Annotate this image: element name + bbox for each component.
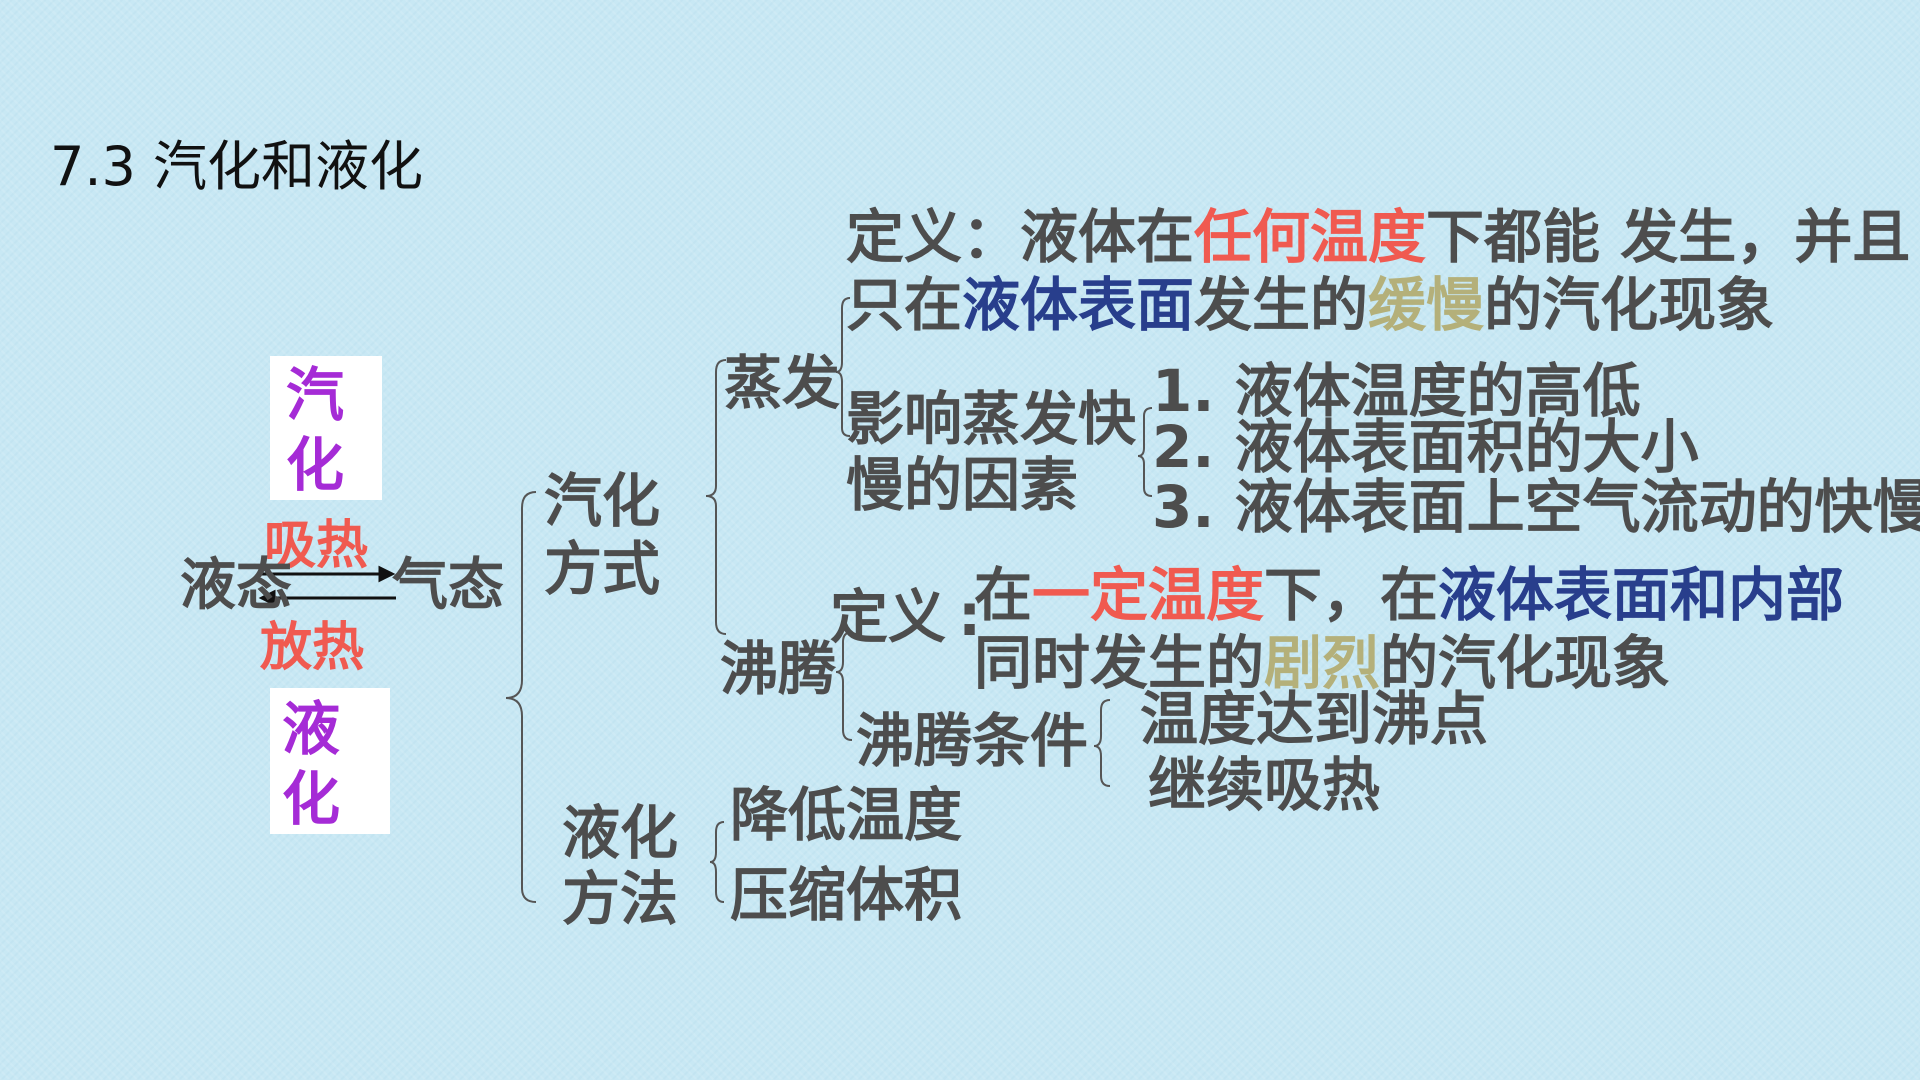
factors-label-line2: 慢的因素 — [846, 451, 1079, 519]
boiling-definition-label: 定义 — [830, 583, 947, 651]
liquefaction-method-2: 压缩体积 — [730, 861, 963, 929]
evap-def-em3: 缓慢 — [1368, 271, 1485, 339]
boiling-bracket — [835, 631, 853, 741]
boil-def-em2: 液体表面和内部 — [1438, 561, 1845, 629]
factors-label-line1: 影响蒸发快 — [846, 385, 1137, 453]
boiling-condition-1: 温度达到沸点 — [1140, 685, 1489, 753]
evaporation-definition-line1: 定义：液体在任何温度下都能 发生，并且 — [846, 208, 1910, 266]
boil-def-em3: 剧烈 — [1264, 629, 1381, 697]
factor-item-2: 2. 液体表面积的大小 — [1152, 413, 1699, 481]
evap-def-suffix: 的汽化现象 — [1484, 271, 1775, 339]
evaporation-label: 蒸发 — [724, 349, 841, 417]
evap-def-em1: 任何温度 — [1194, 203, 1427, 271]
boiling-conditions-label: 沸腾条件 — [856, 707, 1089, 775]
release-heat-label: 放热 — [260, 618, 365, 678]
evaporation-bracket — [835, 297, 851, 437]
boil-def-line2-prefix: 同时发生的 — [974, 629, 1265, 697]
vaporization-label-line2: 方式 — [544, 535, 661, 603]
vaporization-label-line1: 汽化 — [544, 467, 661, 535]
boil-def-prefix: 在 — [974, 561, 1033, 629]
boil-def-mid1: 下，在 — [1264, 561, 1439, 629]
liquefaction-label-line1: 液化 — [562, 799, 679, 867]
evap-def-line2-prefix: 只在 — [846, 271, 963, 339]
boiling-label: 沸腾 — [720, 635, 837, 703]
evap-def-em2: 液体表面 — [962, 271, 1195, 339]
vaporize-char-2: 化 — [286, 431, 345, 499]
liquefy-char-2: 化 — [282, 765, 341, 833]
liquid-state: 液态 — [180, 553, 292, 618]
conditions-bracket — [1093, 699, 1111, 787]
boil-def-suffix: 的汽化现象 — [1380, 629, 1671, 697]
vaporize-char-1: 汽 — [286, 361, 345, 429]
liquefaction-bracket — [709, 821, 725, 903]
evaporation-definition-line2: 只在液体表面发生的缓慢的汽化现象 — [846, 276, 1774, 334]
factor-item-1: 1. 液体温度的高低 — [1152, 357, 1641, 425]
vaporize-box — [270, 356, 382, 500]
page-title: 7.3 汽化和液化 — [50, 135, 424, 198]
factor-item-3: 3. 液体表面上空气流动的快慢 — [1152, 473, 1920, 541]
boiling-condition-2: 继续吸热 — [1148, 751, 1381, 819]
absorb-heat-label: 吸热 — [264, 516, 369, 576]
evap-def-mid2: 发生的 — [1194, 271, 1369, 339]
main-bracket — [505, 491, 537, 903]
vaporization-bracket — [705, 359, 727, 635]
gas-state: 气态 — [392, 553, 504, 618]
evap-def-mid1: 下都能 发生，并且 — [1426, 203, 1911, 271]
boil-def-em1: 一定温度 — [1032, 561, 1265, 629]
liquefaction-label-line2: 方法 — [562, 865, 679, 933]
liquefy-box — [270, 688, 390, 834]
factors-bracket — [1137, 407, 1153, 497]
evap-def-prefix: 定义：液体在 — [846, 203, 1195, 271]
boiling-definition-colon: : — [958, 581, 982, 649]
liquefy-char-1: 液 — [282, 695, 341, 763]
liquefaction-method-1: 降低温度 — [730, 781, 963, 849]
boiling-definition-line2: 同时发生的剧烈的汽化现象 — [974, 634, 1670, 692]
boiling-definition-line1: 在一定温度下，在液体表面和内部 — [974, 566, 1844, 624]
